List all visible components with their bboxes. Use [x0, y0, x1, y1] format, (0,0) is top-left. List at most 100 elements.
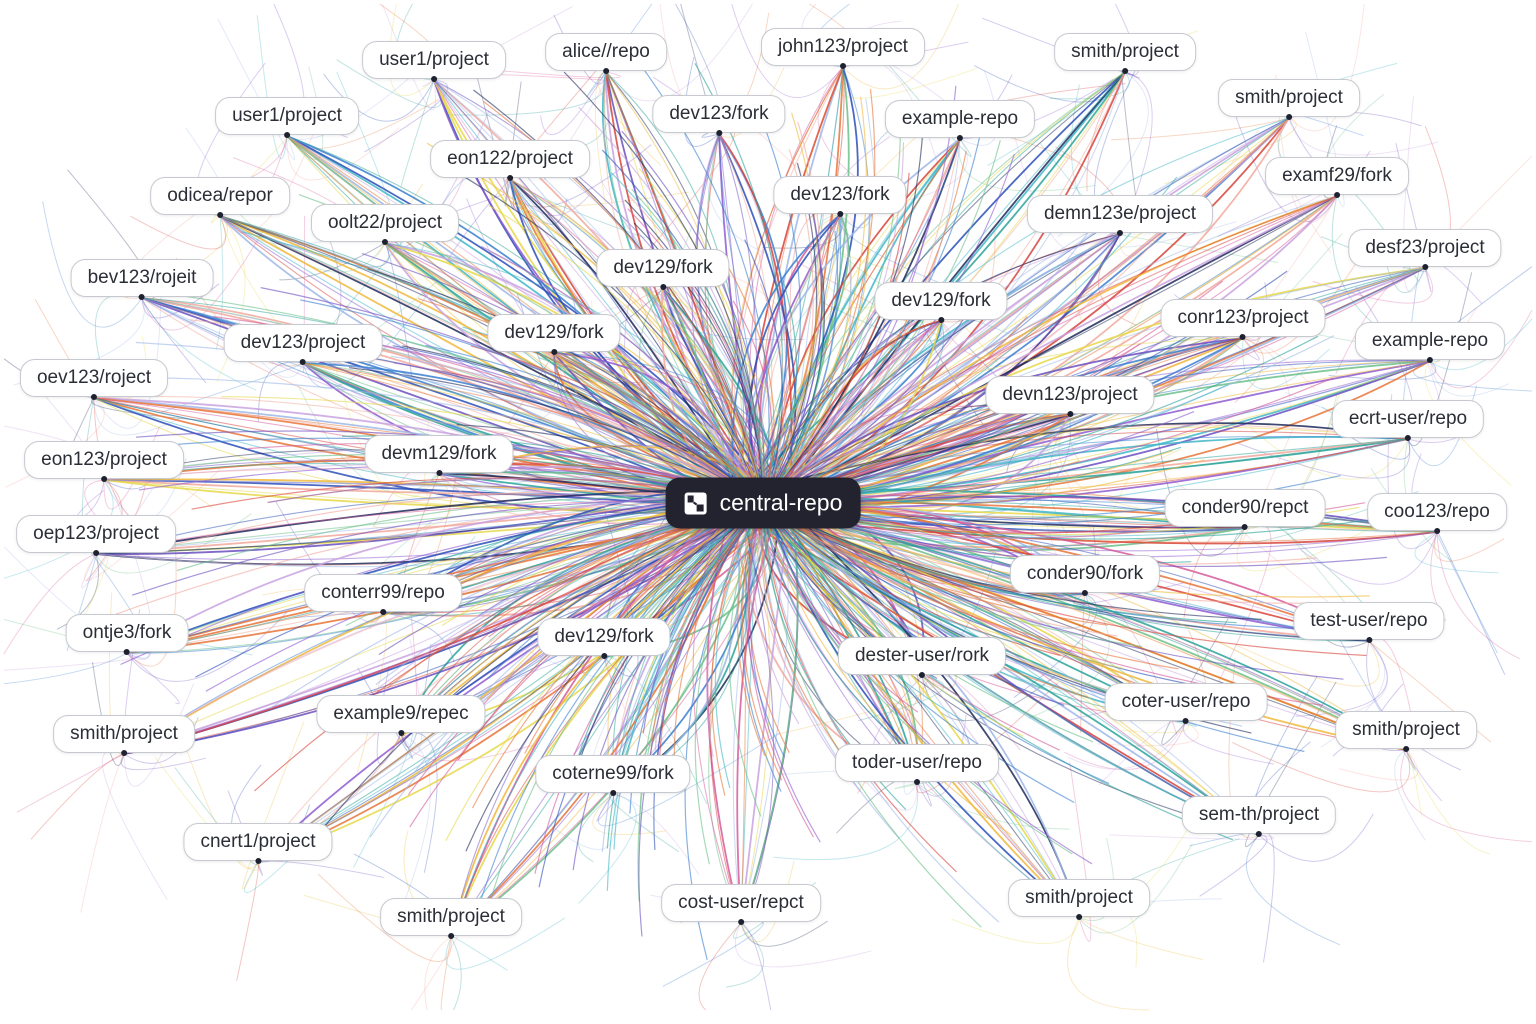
repo-node[interactable]: example9/repec	[316, 695, 486, 736]
repo-node[interactable]: smith/project	[1218, 79, 1360, 120]
repo-node[interactable]: conr123/project	[1160, 299, 1326, 340]
repo-node[interactable]: example-repo	[1354, 322, 1506, 363]
repo-node[interactable]: dev123/project	[223, 324, 383, 365]
repo-node[interactable]: dev123/fork	[652, 95, 786, 136]
node-anchor-dot	[738, 919, 744, 925]
fork-edge	[1242, 337, 1316, 390]
repo-node[interactable]: ecrt-user/repo	[1331, 400, 1485, 441]
repo-node-label: devn123/project	[1002, 384, 1138, 405]
repo-node[interactable]: toder-user/repo	[835, 744, 999, 785]
node-anchor-dot	[1082, 590, 1088, 596]
fork-edge	[592, 793, 667, 836]
node-anchor-dot	[1116, 230, 1123, 236]
repo-node[interactable]: oolt22/project	[310, 204, 460, 245]
repo-node[interactable]: smith/project	[380, 898, 522, 939]
repo-node[interactable]: smith/project	[1335, 711, 1477, 752]
fork-edge	[842, 3, 959, 90]
node-anchor-dot	[120, 750, 127, 756]
node-anchor-dot	[1434, 528, 1440, 534]
fork-edge	[509, 178, 739, 506]
fork-edge	[744, 239, 783, 504]
repo-node[interactable]: user1/project	[362, 41, 506, 82]
repo-node[interactable]: coterne99/fork	[535, 755, 691, 796]
repo-node[interactable]: ontje3/fork	[65, 614, 189, 655]
repo-node[interactable]: smith/project	[53, 715, 195, 756]
node-anchor-dot	[300, 359, 306, 365]
repo-node[interactable]: dester-user/rork	[837, 637, 1007, 678]
repo-node[interactable]: odicea/repor	[150, 177, 290, 218]
repo-node[interactable]: test-user/repo	[1293, 602, 1445, 643]
repo-node-label: example9/repec	[333, 703, 469, 724]
fork-edge	[227, 790, 263, 876]
repo-node[interactable]: dev129/fork	[874, 282, 1008, 323]
repo-node[interactable]: conterr99/repo	[304, 574, 462, 615]
fork-edge	[916, 782, 1070, 830]
repo-node[interactable]: dev129/fork	[537, 618, 671, 659]
fork-edge	[221, 396, 764, 504]
fork-edge	[161, 362, 306, 413]
fork-edge	[1288, 117, 1439, 156]
repo-node[interactable]: example-repo	[884, 100, 1036, 141]
repo-node[interactable]: dev129/fork	[596, 249, 730, 290]
fork-edge	[323, 73, 435, 122]
repo-node[interactable]: conder90/repct	[1164, 489, 1326, 530]
node-anchor-dot	[550, 349, 557, 355]
fork-edge	[90, 397, 212, 422]
fork-edge	[921, 605, 957, 689]
repo-node[interactable]: smith/project	[1008, 879, 1150, 920]
fork-edge	[653, 502, 764, 850]
node-anchor-dot	[1426, 357, 1433, 363]
node-anchor-dot	[381, 239, 388, 245]
repo-node[interactable]: coo123/repo	[1367, 493, 1507, 534]
repo-node-label: conder90/repct	[1181, 497, 1309, 518]
repo-node-label: bev123/rojeit	[87, 267, 197, 288]
repo-node[interactable]: sem-th/project	[1181, 796, 1337, 837]
repo-node[interactable]: devm129/fork	[364, 435, 514, 476]
repo-node[interactable]: devn123/project	[985, 376, 1155, 417]
central-repo-node[interactable]: central-repo	[665, 477, 861, 529]
node-anchor-dot	[138, 294, 145, 300]
fork-edge	[550, 793, 617, 850]
repo-node[interactable]: examf29/fork	[1265, 157, 1409, 198]
fork-edge	[762, 502, 1123, 669]
repo-node-label: ontje3/fork	[82, 622, 172, 643]
repo-node[interactable]: cnert1/project	[183, 823, 333, 864]
repo-node[interactable]: bev123/rojeit	[70, 259, 214, 300]
repo-node[interactable]: oep123/project	[16, 515, 176, 556]
fork-edge	[101, 750, 168, 900]
fork-edge	[762, 502, 982, 928]
repo-node[interactable]: demn123e/project	[1026, 195, 1214, 236]
repo-node[interactable]: oev123/roject	[19, 359, 169, 400]
node-anchor-dot	[836, 211, 843, 217]
repo-node[interactable]: alice//repo	[545, 33, 667, 74]
repo-node[interactable]: smith/project	[1054, 33, 1196, 74]
repo-node-label: toder-user/repo	[852, 752, 982, 773]
fork-edge	[1231, 741, 1411, 793]
repo-node-label: alice//repo	[562, 41, 650, 62]
repo-node[interactable]: coter-user/repo	[1104, 683, 1268, 724]
fork-edge	[741, 502, 783, 781]
fork-edge	[631, 188, 764, 504]
repo-node-label: john123/project	[778, 36, 908, 57]
fork-edge	[765, 424, 1409, 493]
fork-edge	[1335, 267, 1426, 375]
fork-edge	[762, 201, 1111, 504]
fork-edge	[696, 133, 773, 494]
fork-edge	[778, 499, 1407, 751]
fork-edge	[733, 195, 1338, 513]
repo-node[interactable]: eon122/project	[430, 140, 590, 181]
fork-edge	[762, 172, 910, 504]
fork-edge	[740, 491, 799, 924]
repo-node[interactable]: dev129/fork	[487, 314, 621, 355]
fork-edge	[1182, 721, 1274, 765]
repo-node[interactable]: dev123/fork	[773, 176, 907, 217]
repo-node[interactable]: desf23/project	[1348, 229, 1502, 270]
repo-node[interactable]: conder90/fork	[1009, 555, 1161, 596]
repo-node[interactable]: eon123/project	[24, 441, 184, 482]
repo-node-label: coterne99/fork	[552, 763, 674, 784]
fork-edge	[762, 502, 1367, 657]
repo-node[interactable]: user1/project	[215, 97, 359, 138]
repo-node[interactable]: cost-user/repct	[661, 884, 821, 925]
repo-node[interactable]: john123/project	[761, 28, 925, 69]
repo-node-label: dev123/fork	[669, 103, 769, 124]
